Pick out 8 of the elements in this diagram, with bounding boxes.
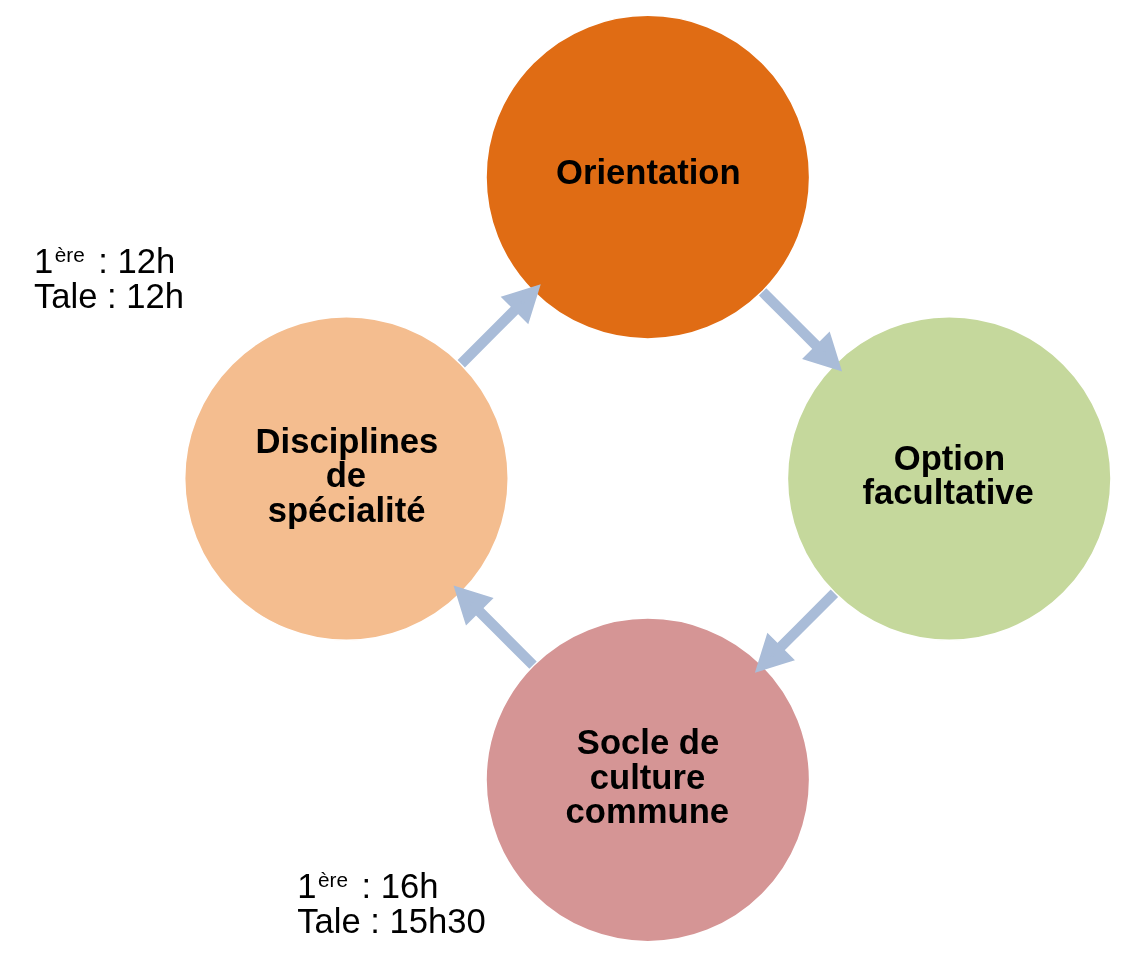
arrow bbox=[457, 284, 541, 368]
node-circle: Disciplines de spécialité bbox=[183, 315, 509, 642]
node-circle: Option facultative bbox=[785, 315, 1112, 642]
node-circle: Orientation bbox=[484, 14, 811, 340]
arrow bbox=[453, 585, 537, 669]
arrow bbox=[758, 288, 842, 372]
arrow bbox=[754, 589, 838, 673]
node-circle: Socle de culture commune bbox=[484, 617, 811, 943]
